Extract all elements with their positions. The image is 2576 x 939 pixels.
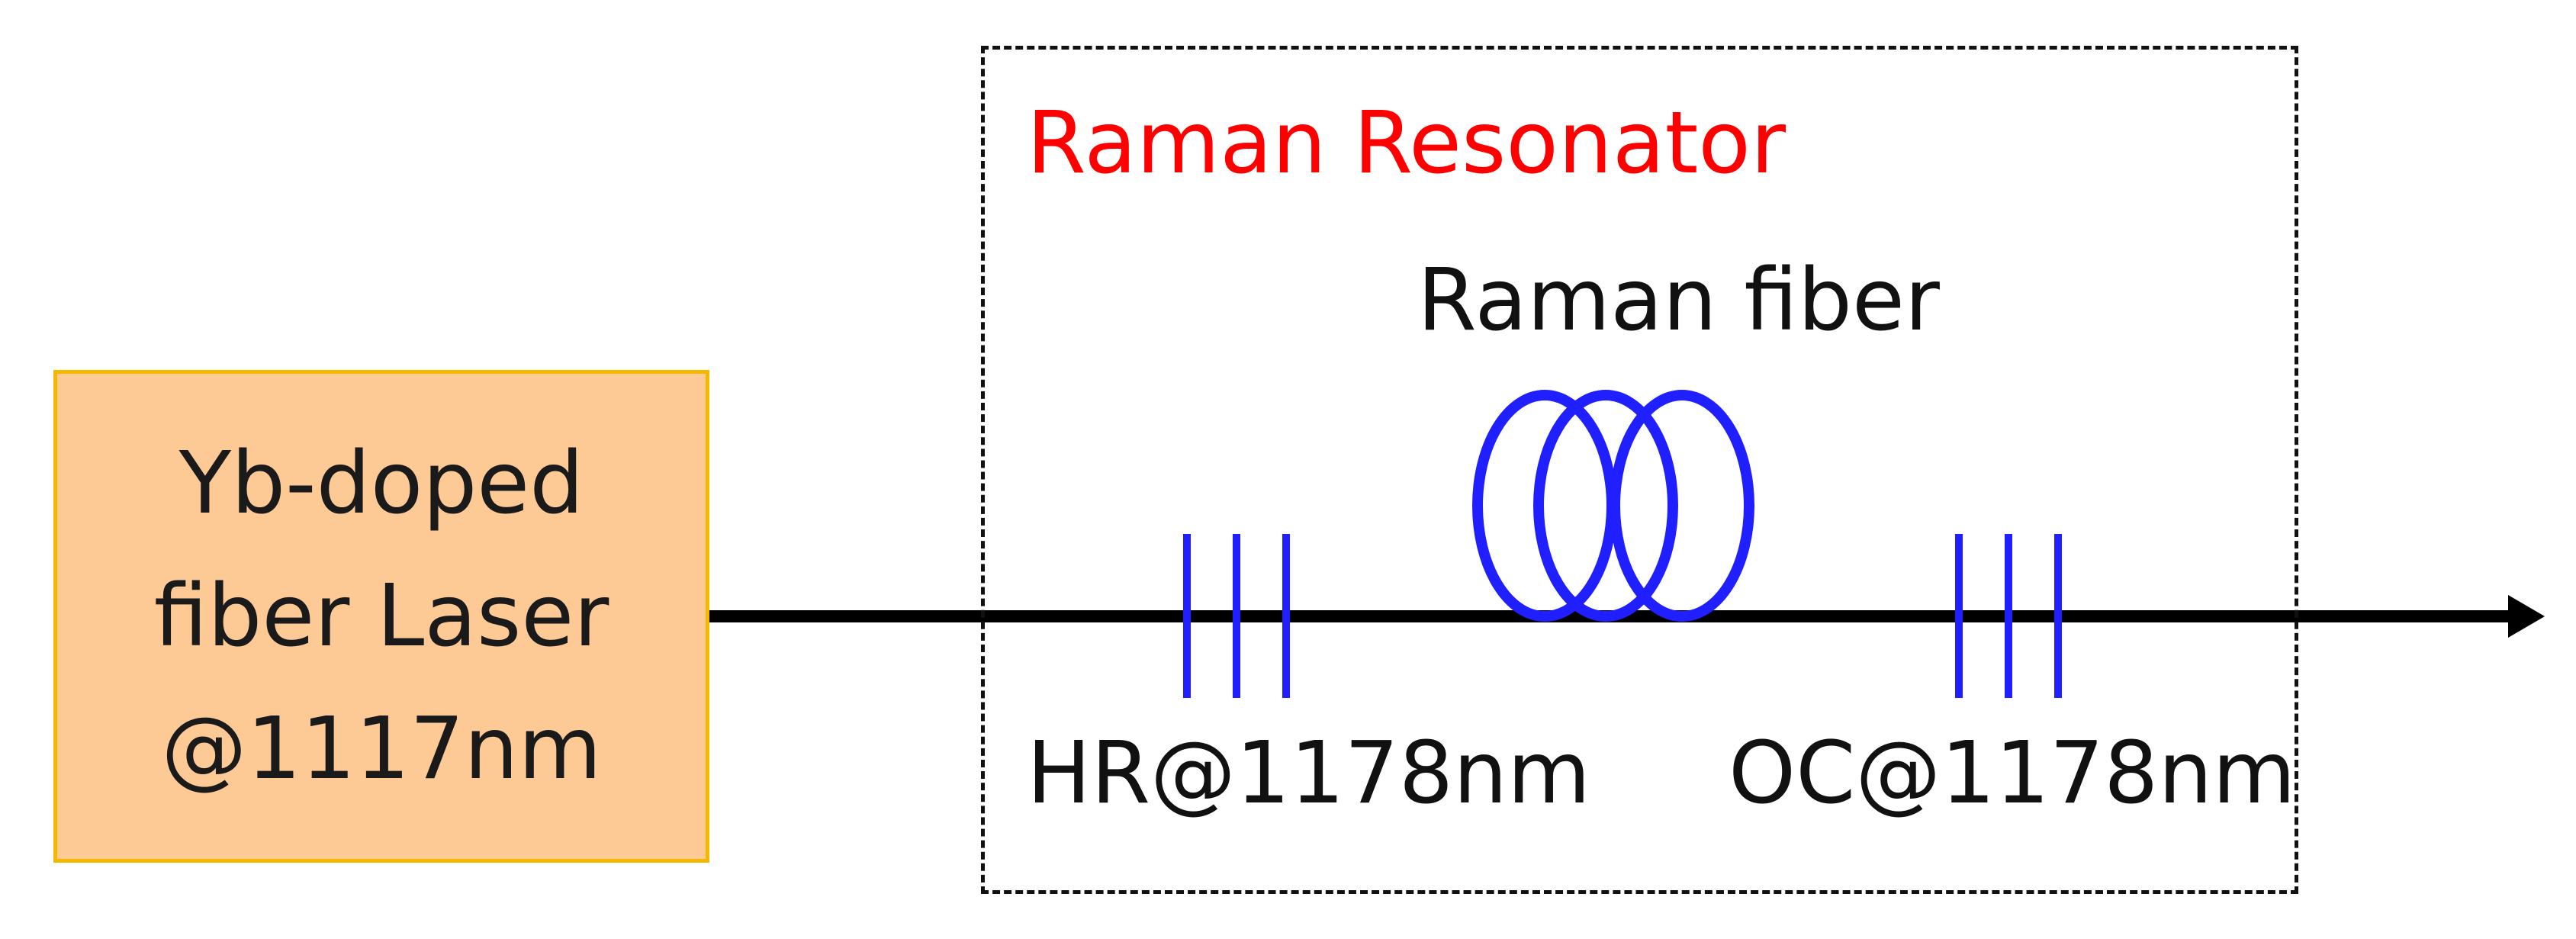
hr-grating-label: HR@1178nm	[1027, 724, 1591, 823]
hr-grating	[1183, 534, 1290, 698]
yb-fiber-laser-box: Yb-doped fiber Laser @1117nm	[53, 370, 709, 863]
raman-fiber-label: Raman fiber	[1417, 251, 1940, 350]
oc-grating-label: OC@1178nm	[1729, 724, 2296, 823]
fiber-loop	[1533, 390, 1678, 622]
laser-label-line2: fiber Laser	[153, 567, 609, 666]
resonator-title: Raman Resonator	[1027, 94, 1786, 193]
laser-label-line1: Yb-doped	[178, 434, 584, 533]
fiber-loop	[1610, 390, 1754, 622]
laser-label-line3: @1117nm	[161, 699, 602, 799]
raman-fiber-coil	[1472, 390, 1754, 622]
raman-resonator-boundary	[981, 46, 2298, 894]
beam-arrowhead	[2508, 595, 2545, 638]
oc-grating	[1955, 534, 2062, 698]
